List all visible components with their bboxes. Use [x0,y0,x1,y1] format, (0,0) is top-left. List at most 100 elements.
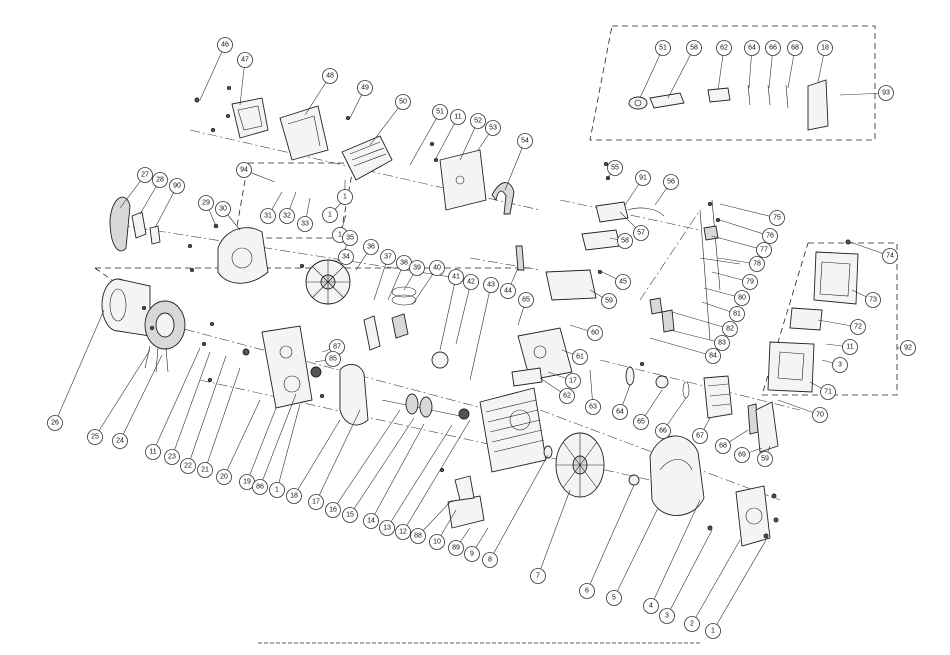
callout-24: 24 [112,433,128,449]
callout-15: 15 [342,507,358,523]
callout-number: 80 [738,295,746,302]
callout-number: 1 [328,212,332,219]
leader-26 [54,309,105,424]
callout-bubble [338,249,354,265]
callout-bubble [817,40,833,56]
callout-5: 5 [606,590,622,606]
callout-63: 63 [585,399,601,415]
callout-bubble [734,447,750,463]
callout-number: 25 [91,434,99,441]
callout-bubble [500,283,516,299]
callout-17: 17 [308,494,324,510]
leader-76 [719,219,771,237]
callout-88: 88 [410,528,426,544]
leader-46 [199,44,226,101]
callout-bubble [742,274,758,290]
leader-83 [669,329,723,344]
callout-16: 16 [325,502,341,518]
callout-64b: 64 [744,40,760,56]
callout-35: 35 [342,230,358,246]
callout-58: 58 [617,233,633,249]
callout-number: 66 [769,45,777,52]
callout-number: 1 [338,232,342,239]
leader-1d [276,403,301,491]
callout-7: 7 [530,568,546,584]
callout-number: 44 [504,288,512,295]
callout-number: 11 [149,449,156,456]
callout-number: 6 [585,588,589,595]
callout-bubble [463,274,479,290]
callout-bubble [137,167,153,183]
callout-bubble [395,524,411,540]
callout-number: 38 [400,260,408,267]
callout-number: 8 [488,557,492,564]
leader-6 [586,484,635,592]
callout-25: 25 [87,429,103,445]
callout-bubble [715,438,731,454]
callout-bubble [47,415,63,431]
callout-17a: 17 [565,373,581,389]
cam-gear [431,351,449,369]
callout-number: 21 [201,467,209,474]
callout-number: 15 [346,512,354,519]
callout-number: 94 [240,167,248,174]
callout-number: 1 [711,628,715,635]
callout-65: 65 [518,292,534,308]
seal-8 [543,445,553,459]
callout-bubble [787,40,803,56]
callout-bubble [379,520,395,536]
callout-bubble [617,233,633,249]
callout-bubble [395,94,411,110]
callout-37: 37 [380,249,396,265]
callout-64: 64 [612,404,628,420]
callout-number: 77 [760,247,768,254]
callout-number: 71 [824,389,832,396]
callout-1a: 1 [322,207,338,223]
callout-bubble [217,37,233,53]
callout-12: 12 [395,524,411,540]
callout-bubble [716,40,732,56]
callout-75: 75 [769,210,785,226]
callout-number: 82 [726,326,734,333]
callout-number: 52 [474,118,482,125]
callout-number: 70 [816,412,824,419]
callout-number: 87 [333,344,341,351]
callout-90: 90 [169,178,185,194]
fan-cover [649,435,705,516]
axis-2 [189,129,541,211]
callout-58b: 58 [686,40,702,56]
callout-number: 3 [838,362,842,369]
callout-number: 93 [882,90,890,97]
callout-bubble [749,256,765,272]
callout-bubble [429,260,445,276]
callout-bubble [607,160,623,176]
callout-number: 58 [690,45,698,52]
ring-a [391,286,417,298]
callout-bubble [643,598,659,614]
callout-bubble [612,404,628,420]
callout-number: 84 [709,353,717,360]
callout-49: 49 [357,80,373,96]
callout-3: 3 [659,608,675,624]
callout-number: 73 [869,297,877,304]
leader-84 [649,337,714,357]
leader-19 [246,407,277,483]
callout-bubble [722,321,738,337]
callout-number: 14 [367,518,375,525]
callout-number: 46 [221,42,229,49]
callout-bubble [633,414,649,430]
leader-11a [434,116,459,161]
callout-number: 75 [773,215,781,222]
callout-number: 28 [156,177,164,184]
callout-number: 17 [312,499,320,506]
crankshaft [381,393,461,418]
callout-bubble [655,40,671,56]
callout-number: 12 [399,529,407,536]
axis-3 [469,257,541,271]
callout-51: 51 [432,104,448,120]
callout-bubble [812,407,828,423]
callout-68b: 68 [787,40,803,56]
callout-10: 10 [429,534,445,550]
callout-bubble [325,351,341,367]
callout-bubble [363,239,379,255]
